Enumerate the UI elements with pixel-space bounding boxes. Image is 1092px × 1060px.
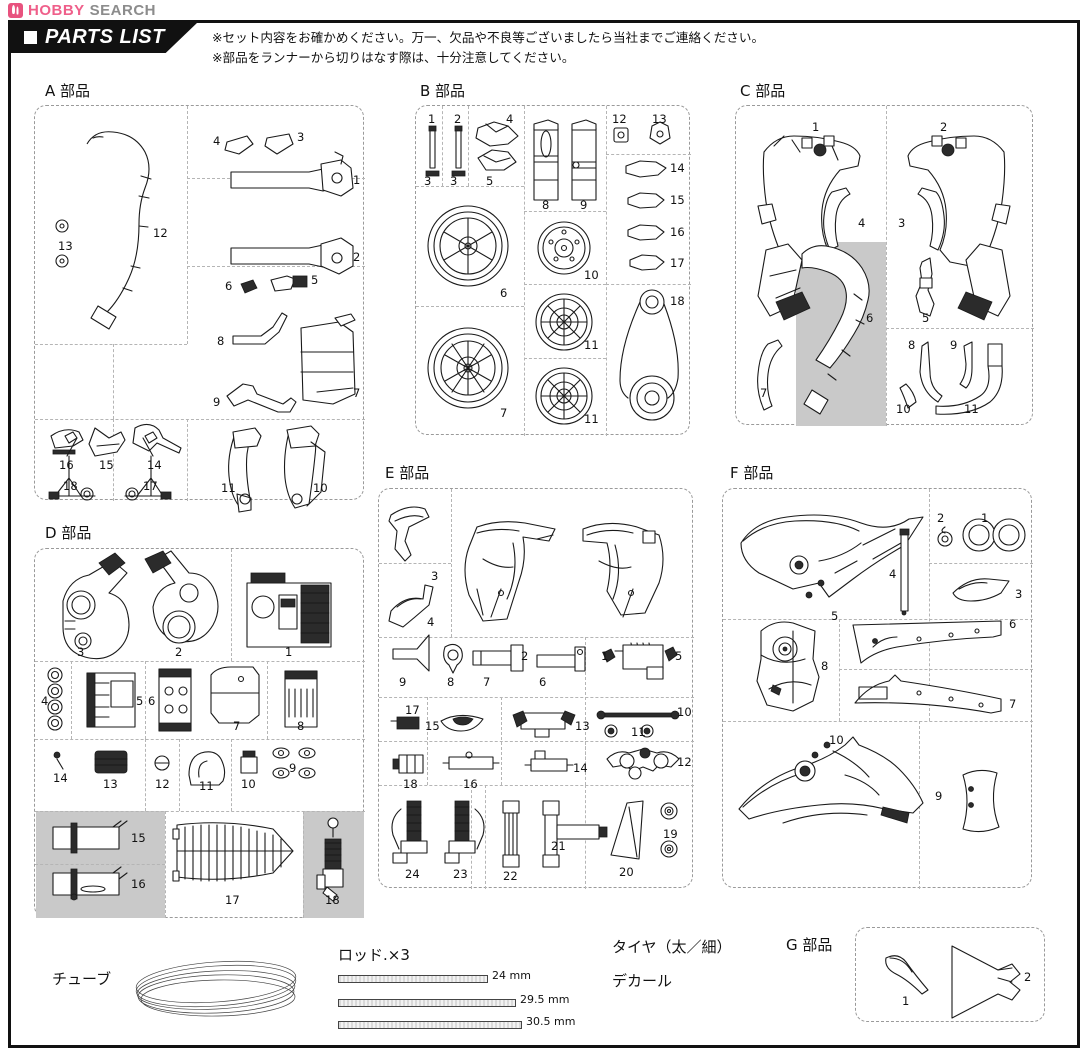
rod-length-2: 29.5 mm: [520, 993, 570, 1006]
tire-label: タイヤ（太／細）: [612, 938, 732, 956]
runner-b-artwork: [425, 119, 679, 425]
square-icon: [24, 31, 37, 44]
group-title-c: C 部品: [740, 82, 786, 100]
runner-d: 3 2 1 4 5 6 7 8 14 13 12 11 10 9 15 16 1…: [34, 548, 365, 918]
parts-list-banner: PARTS LIST: [8, 22, 198, 53]
page-title: PARTS LIST: [45, 26, 165, 48]
runner-g-artwork: [885, 945, 1021, 1019]
runner-g: 1 2: [855, 927, 1045, 1022]
runner-c-artwork: [757, 135, 1011, 415]
rod-2: [338, 999, 516, 1007]
rod-length-1: 24 mm: [492, 969, 531, 982]
runner-e: 3 4 2 1 9 8 7 6 5 17 15 13 10 11 18 16 1…: [378, 488, 694, 889]
group-title-d: D 部品: [45, 524, 92, 542]
runner-a: 12 13 4 3 1 2 6 5 8 9 7 16 15 14 18 17 1…: [34, 105, 365, 513]
group-title-e: E 部品: [385, 464, 430, 482]
runner-f-artwork: [738, 514, 1026, 833]
runner-e-artwork: [388, 506, 680, 868]
decal-label: デカール: [612, 972, 673, 990]
runner-d-artwork: [47, 550, 344, 902]
group-title-g: G 部品: [786, 936, 833, 954]
group-title-f: F 部品: [730, 464, 774, 482]
brand-secondary: SEARCH: [89, 2, 157, 19]
runner-a-artwork: [48, 131, 356, 513]
group-title-b: B 部品: [420, 82, 466, 100]
tube-label: チューブ: [52, 970, 112, 988]
runner-f: 5 4 2 1 3 8 6 7 10 9: [722, 488, 1033, 889]
rod-3: [338, 1021, 522, 1029]
notes-block: ※セット内容をお確かめください。万一、欠品や不良等ございましたら当社までご連絡く…: [212, 28, 764, 68]
tube-artwork: [135, 960, 297, 1017]
note-line-1: ※セット内容をお確かめください。万一、欠品や不良等ございましたら当社までご連絡く…: [212, 30, 765, 45]
rod-label: ロッド.×3: [338, 946, 410, 964]
brand-primary: HOBBY: [28, 2, 85, 19]
note-line-2: ※部品をランナーから切りはなす際は、十分注意してください。: [212, 50, 575, 65]
runner-b: 1 2 3 3 4 5 6 7 8 9 10 11 11 12 13 14 15…: [415, 105, 691, 436]
brand-logo: HOBBY SEARCH: [8, 2, 156, 19]
runner-c: 1 2 4 3 5 6 7 8 9 10 11: [735, 105, 1034, 426]
group-title-a: A 部品: [45, 82, 91, 100]
rod-length-3: 30.5 mm: [526, 1015, 576, 1028]
rod-1: [338, 975, 488, 983]
flame-icon: [8, 3, 23, 18]
